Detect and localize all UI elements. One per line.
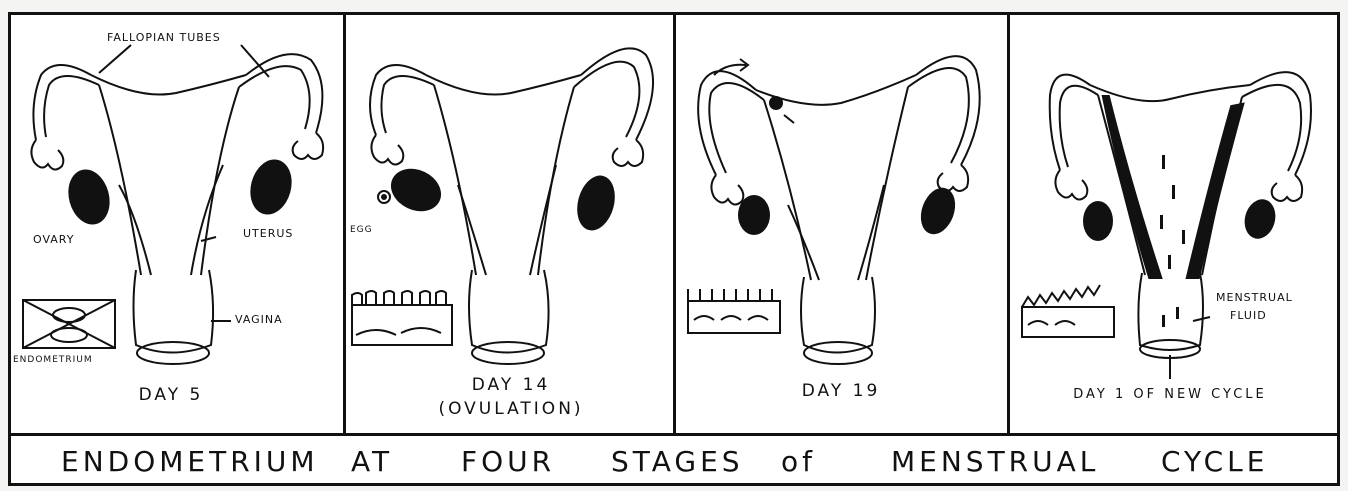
panel-day-1-new-cycle: MENSTRUAL FLUID DAY 1 OF NEW CYCLE: [1010, 15, 1337, 433]
shed-lining-right: [1188, 105, 1242, 277]
shed-lining-left: [1104, 97, 1160, 277]
ovary-left: [1083, 201, 1113, 241]
label-vagina: VAGINA: [235, 313, 283, 326]
diagram-frame: FALLOPIAN TUBES OVARY UTERUS VAGINA ENDO…: [8, 12, 1340, 486]
footer-word-endometrium: ENDOMETRIUM: [61, 445, 319, 478]
label-fluid: FLUID: [1230, 309, 1267, 322]
footer-word-at: AT: [351, 445, 393, 478]
egg-icon: [769, 96, 783, 110]
day-sublabel: (OVULATION): [406, 399, 616, 419]
day-label: DAY 1 OF NEW CYCLE: [1020, 387, 1320, 402]
uterus-illustration-day-1: [1010, 15, 1337, 433]
uterus-illustration-day-14: [346, 15, 673, 433]
footer-word-stages: STAGES: [611, 445, 744, 478]
menstrual-drops: [1160, 155, 1185, 327]
label-menstrual: MENSTRUAL: [1216, 291, 1293, 304]
ovary-right: [244, 155, 297, 219]
label-endometrium: ENDOMETRIUM: [13, 355, 93, 365]
label-uterus: UTERUS: [243, 227, 293, 240]
day-label: DAY 5: [71, 385, 271, 405]
footer-word-of: of: [781, 445, 816, 478]
day-label: DAY 14: [406, 375, 616, 395]
label-egg: EGG: [350, 225, 373, 235]
footer-word-menstrual: MENSTRUAL: [891, 445, 1099, 478]
day-label: DAY 19: [736, 381, 946, 401]
footer-word-four: FOUR: [461, 445, 555, 478]
ovary-left: [384, 161, 448, 219]
panel-day-19: DAY 19: [676, 15, 1007, 433]
ovary-right: [1240, 196, 1279, 242]
footer-divider: [11, 433, 1337, 436]
egg-icon: [381, 194, 387, 200]
ovary-left: [738, 195, 770, 235]
uterus-illustration-day-19: [676, 15, 1007, 433]
panel-day-5: FALLOPIAN TUBES OVARY UTERUS VAGINA ENDO…: [11, 15, 343, 433]
label-ovary: OVARY: [33, 233, 74, 246]
panel-day-14: EGG DAY 14 (OVULATION): [346, 15, 673, 433]
uterus-illustration-day-5: [11, 15, 343, 433]
ovary-left: [62, 165, 115, 229]
ovary-right: [571, 171, 620, 234]
ovary-right: [915, 183, 961, 239]
footer-word-cycle: CYCLE: [1161, 445, 1268, 478]
label-fallopian-tubes: FALLOPIAN TUBES: [107, 31, 221, 44]
